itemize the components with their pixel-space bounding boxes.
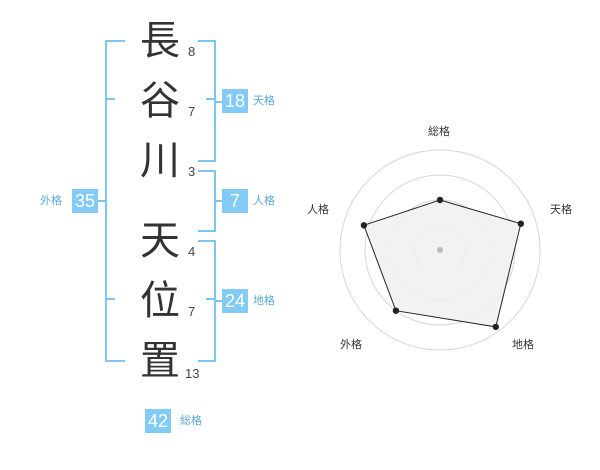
radar-ring [364,174,516,326]
stroke-count-1: 8 [188,44,196,59]
soukaku-value: 42 [145,409,172,433]
chikaku-value: 24 [222,289,249,313]
chikaku-connector [215,300,223,302]
radar-point-3 [492,323,499,331]
radar-center-dot [437,247,443,253]
chikaku-bracket-tick [206,298,216,300]
gaikaku-label: 外格 [40,194,62,207]
name-char-1: 長 [140,18,180,64]
radar-point-5 [360,222,368,229]
name-char-4: 天 [140,218,180,264]
fortune-radar-chart [339,149,541,351]
radar-point-4 [392,307,400,314]
stroke-count-6: 13 [185,366,200,381]
jinkaku-bracket [198,170,216,232]
radar-axis-label-jinkaku: 人格 [307,203,329,216]
radar-axis-label-chikaku: 地格 [512,338,534,351]
radar-axis-label-gaikaku: 外格 [340,338,362,351]
tenkaku-bracket [198,40,216,162]
gaikaku-value: 35 [72,189,99,213]
jinkaku-connector [215,200,223,202]
radar-point-2 [517,220,524,227]
name-char-2: 谷 [140,78,180,124]
tenkaku-bracket-tick [206,98,216,100]
chikaku-label: 地格 [253,294,275,307]
stroke-count-4: 4 [188,244,196,259]
name-char-5: 位 [140,278,180,324]
radar-axis-label-tenkaku: 天格 [550,203,572,216]
stroke-count-2: 7 [188,104,196,119]
chikaku-bracket [198,240,216,362]
gaikaku-bracket [105,40,125,362]
name-char-3: 川 [140,138,180,184]
name-char-6: 置 [140,338,180,384]
tenkaku-value: 18 [222,89,249,113]
jinkaku-value: 7 [222,189,248,213]
radar-axis-label-soukaku: 総格 [428,125,450,138]
stroke-count-5: 7 [188,304,196,319]
jinkaku-label: 人格 [253,194,275,207]
tenkaku-connector [215,101,223,103]
radar-ring [339,149,541,351]
radar-data-polygon [363,199,522,328]
gaikaku-connector [98,200,106,202]
soukaku-label: 総格 [180,414,202,427]
gaikaku-bracket-tick [105,298,115,300]
radar-point-1 [436,196,444,204]
gaikaku-bracket-tick [105,98,115,100]
tenkaku-label: 天格 [253,94,275,107]
stroke-count-3: 3 [188,164,196,179]
